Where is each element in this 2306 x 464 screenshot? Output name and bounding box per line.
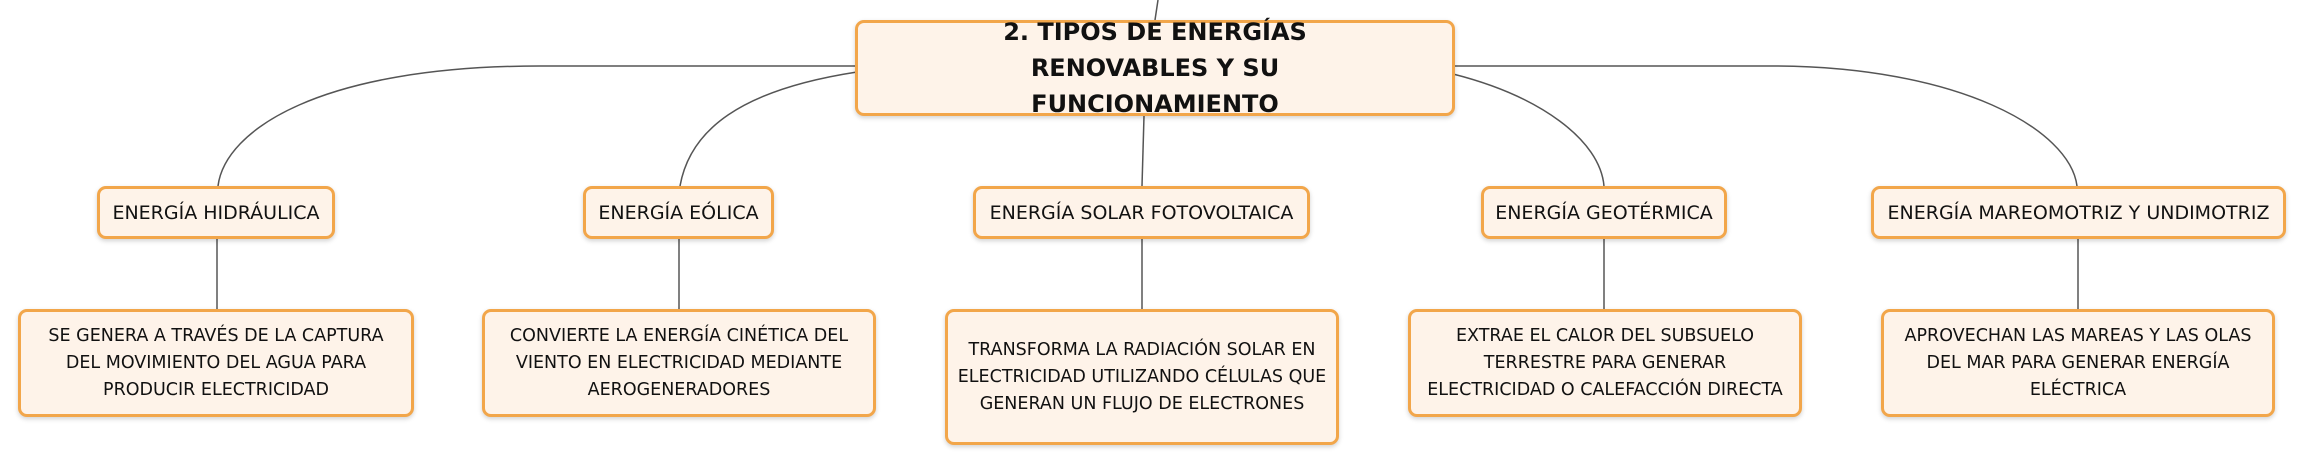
topic-energia-eolica[interactable]: ENERGÍA EÓLICA — [583, 186, 774, 239]
topic-label: ENERGÍA SOLAR FOTOVOLTAICA — [989, 201, 1294, 224]
description-text: CONVIERTE LA ENERGÍA CINÉTICA DEL VIENTO… — [509, 325, 849, 400]
topic-energia-hidraulica[interactable]: ENERGÍA HIDRÁULICA — [97, 186, 335, 239]
topic-label: ENERGÍA GEOTÉRMICA — [1495, 201, 1713, 224]
topic-energia-mareomotriz-undimotriz[interactable]: ENERGÍA MAREOMOTRIZ Y UNDIMOTRIZ — [1871, 186, 2286, 239]
description-energia-mareomotriz-undimotriz[interactable]: APROVECHAN LAS MAREAS Y LAS OLAS DEL MAR… — [1881, 309, 2275, 417]
connector-parent-to-central — [1154, 0, 1159, 21]
description-energia-solar-fotovoltaica[interactable]: TRANSFORMA LA RADIACIÓN SOLAR EN ELECTRI… — [945, 309, 1339, 445]
description-text: APROVECHAN LAS MAREAS Y LAS OLAS DEL MAR… — [1904, 325, 2252, 400]
description-energia-geotermica[interactable]: EXTRAE EL CALOR DEL SUBSUELO TERRESTRE P… — [1408, 309, 1802, 417]
central-topic[interactable]: 2. TIPOS DE ENERGÍAS RENOVABLES Y SU FUN… — [855, 18, 1455, 118]
topic-energia-solar-fotovoltaica[interactable]: ENERGÍA SOLAR FOTOVOLTAICA — [973, 186, 1310, 239]
connector-central-to-eolica — [679, 71, 858, 187]
topic-label: ENERGÍA MAREOMOTRIZ Y UNDIMOTRIZ — [1887, 201, 2270, 224]
description-text: TRANSFORMA LA RADIACIÓN SOLAR EN ELECTRI… — [957, 339, 1327, 414]
description-text: SE GENERA A TRAVÉS DE LA CAPTURA DEL MOV… — [48, 325, 384, 400]
topic-label: ENERGÍA EÓLICA — [598, 201, 759, 224]
connector-central-to-mareomotriz — [1453, 65, 2078, 187]
topic-label: ENERGÍA HIDRÁULICA — [112, 201, 320, 224]
connector-central-to-geotermica — [1452, 73, 1605, 187]
description-text: EXTRAE EL CALOR DEL SUBSUELO TERRESTRE P… — [1427, 325, 1783, 400]
central-topic-label: 2. TIPOS DE ENERGÍAS RENOVABLES Y SU FUN… — [1003, 18, 1307, 118]
description-energia-eolica[interactable]: CONVIERTE LA ENERGÍA CINÉTICA DEL VIENTO… — [482, 309, 876, 417]
connector-central-to-solar — [1141, 115, 1145, 187]
description-energia-hidraulica[interactable]: SE GENERA A TRAVÉS DE LA CAPTURA DEL MOV… — [18, 309, 414, 417]
topic-energia-geotermica[interactable]: ENERGÍA GEOTÉRMICA — [1481, 186, 1727, 239]
connector-central-to-hidraulica — [217, 65, 857, 187]
